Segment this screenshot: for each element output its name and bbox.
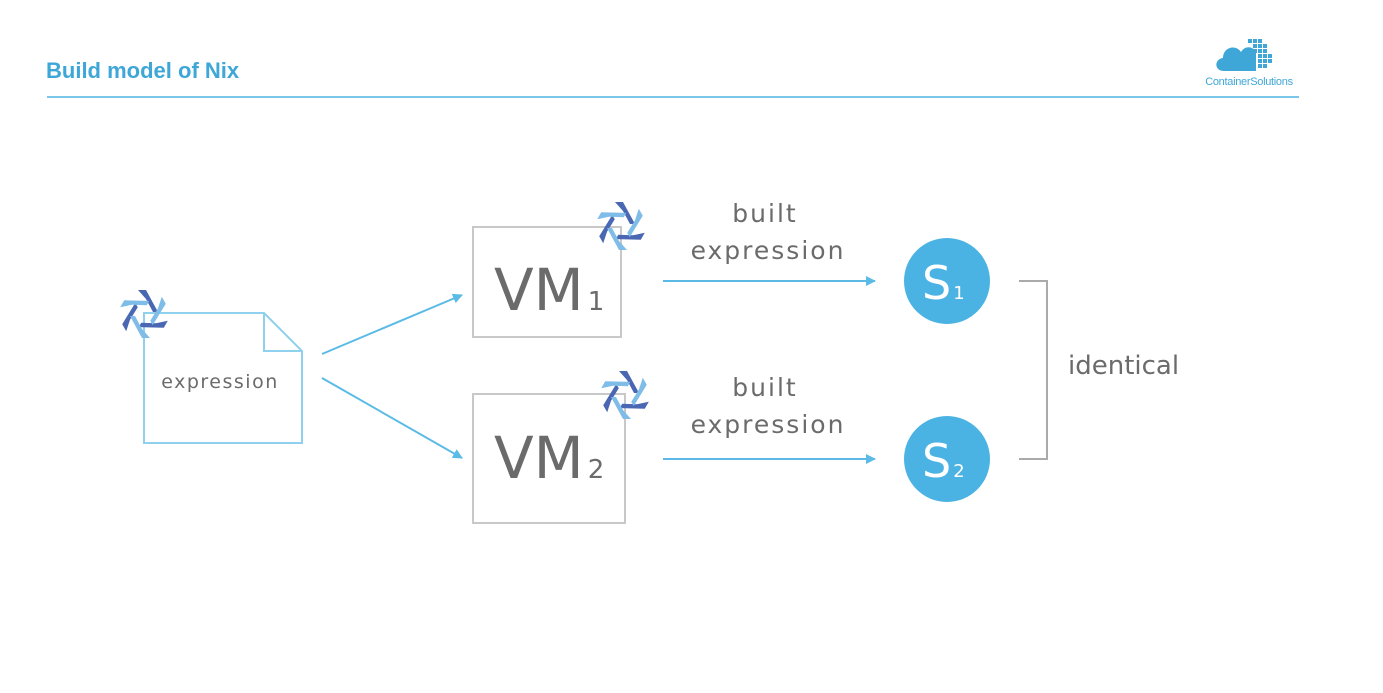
s2-letter: S [922, 434, 951, 488]
nix-snowflake-icon [597, 202, 645, 250]
nix-snowflake-icon [601, 371, 649, 419]
svg-text:S2: S2 [922, 434, 965, 488]
s1-subscript: 1 [953, 283, 964, 304]
svg-text:built: built [732, 199, 797, 228]
s2-subscript: 2 [953, 461, 964, 482]
identical-bracket [1019, 280, 1048, 460]
logo-wordmark: ContainerSolutions [1205, 76, 1293, 88]
vm2-letters: VM [494, 424, 584, 492]
expression-document: expression [143, 312, 303, 444]
svg-text:expression: expression [691, 410, 846, 439]
arrow-to-vm2 [321, 377, 463, 459]
arrow-to-vm1 [321, 293, 463, 355]
s1-letter: S [922, 256, 951, 310]
expression-label: expression [161, 371, 279, 393]
edge-label-1: built expression [691, 199, 846, 265]
svg-text:VM2: VM2 [494, 424, 604, 492]
identical-label: identical [1068, 351, 1179, 381]
svg-text:S1: S1 [922, 256, 965, 310]
slide-title: Build model of Nix [46, 58, 240, 83]
svg-text:built: built [732, 373, 797, 402]
cloud-grid-logo [1216, 39, 1272, 71]
title-divider [47, 96, 1299, 98]
svg-text:VM1: VM1 [494, 256, 604, 324]
vm2-subscript: 2 [588, 455, 605, 485]
nix-snowflake-icon [120, 290, 168, 338]
edge-label-2: built expression [691, 373, 846, 439]
vm1-subscript: 1 [588, 287, 605, 317]
vm1-letters: VM [494, 256, 584, 324]
svg-text:expression: expression [691, 236, 846, 265]
